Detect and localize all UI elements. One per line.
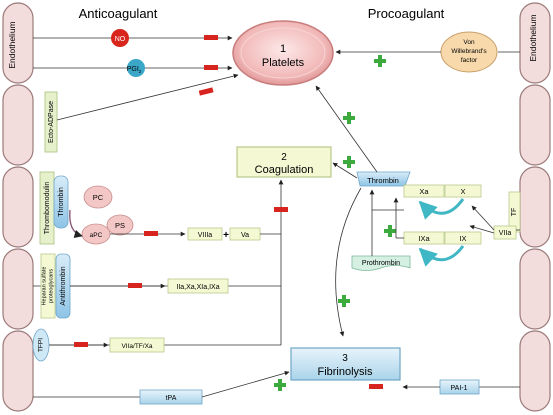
platelets-node: 1 Platelets — [232, 20, 334, 86]
endothelium-label-right: Endothelium — [528, 14, 538, 61]
factor-ixa-label: IXa — [418, 234, 430, 243]
tfpi-label: TFPI — [38, 338, 45, 352]
heparan-label-line2: proteoglycans — [48, 269, 54, 303]
anticoagulant-heading: Anticoagulant — [79, 6, 158, 21]
apc-label: aPC — [90, 232, 103, 239]
vwf-label-line2: Willebrand's — [451, 48, 487, 55]
ps-node — [106, 214, 134, 236]
inhibit-bar — [198, 87, 214, 96]
activate-cross — [374, 55, 386, 67]
thrombomodulin-label: Thrombomodulin — [44, 182, 51, 235]
endothelium-label-left: Endothelium — [7, 21, 17, 68]
pai1-label: PAI-1 — [451, 385, 468, 392]
tpa-label: tPA — [166, 395, 177, 402]
heparan-box — [40, 253, 56, 319]
heparan-label-line1: Heparan sulfate — [41, 267, 47, 306]
inhibit-bar — [144, 231, 158, 236]
viiia-box — [187, 227, 223, 241]
prothrombin-node — [351, 255, 411, 271]
bound-thrombin-label: Thrombin — [58, 187, 65, 217]
bound-thrombin-box — [53, 175, 69, 229]
factor-xa-label: Xa — [419, 187, 429, 196]
thrombin-label: Thrombin — [367, 176, 399, 185]
prothrombin-label: Prothrombin — [362, 260, 400, 267]
pc-activation-arrow — [69, 209, 83, 238]
endothelial-cell — [519, 330, 551, 412]
factor-x — [444, 184, 482, 198]
inhibit-bar — [204, 65, 218, 70]
activate-cross — [384, 225, 396, 237]
coagulation-node — [236, 146, 332, 178]
procoagulant-heading: Procoagulant — [368, 6, 445, 21]
endothelial-cell — [519, 84, 551, 166]
activate-cross — [343, 156, 355, 168]
ps-label: PS — [115, 221, 125, 230]
pgi2-molecule — [127, 59, 145, 77]
inhibit-bar — [274, 207, 288, 212]
no-molecule — [111, 29, 129, 47]
inhibit-bar — [204, 35, 218, 40]
ecto-adpase-label: Ecto-ADPase — [48, 101, 55, 143]
inhibit-bar — [128, 283, 142, 288]
pc-node — [83, 185, 113, 209]
right-endothelium: Endothelium — [519, 2, 551, 412]
vwf-label-line3: factor — [461, 57, 478, 64]
x-to-xa-arrow — [418, 198, 465, 220]
plus-sign: + — [223, 230, 229, 241]
activate-cross — [338, 295, 350, 307]
activate-cross — [343, 112, 355, 124]
endothelial-cell — [519, 248, 551, 330]
va-label: Va — [241, 232, 249, 239]
viia-label: VIIa — [499, 230, 512, 237]
endothelial-cell — [519, 166, 551, 248]
platelets-label: Platelets — [262, 57, 305, 69]
pgi-label: PGI2 — [127, 66, 142, 74]
endothelial-cell — [2, 2, 34, 84]
ecto-adpase-box — [44, 91, 58, 153]
fibrinolysis-label: Fibrinolysis — [317, 366, 373, 378]
fibrinolysis-number: 3 — [342, 353, 348, 364]
coagulation-label: Coagulation — [255, 164, 314, 176]
factor-ix-label: IX — [459, 234, 466, 243]
factor-ix — [444, 231, 482, 245]
endothelial-cell — [519, 2, 551, 84]
pc-label: PC — [93, 193, 104, 202]
factor-xa — [403, 184, 445, 198]
tf-label: TF — [511, 208, 518, 217]
viia-tf-xa-box — [109, 337, 165, 353]
viiia-label: VIIIa — [198, 232, 213, 239]
endothelial-cell — [2, 84, 34, 166]
ix-to-ixa-arrow — [418, 245, 465, 267]
platelets-number: 1 — [280, 43, 286, 55]
no-label: NO — [115, 36, 126, 43]
endothelial-cell — [2, 330, 34, 412]
fibrinolysis-node — [290, 347, 401, 381]
factor-x-label: X — [460, 187, 465, 196]
iia-group-label: IIa,Xa,XIa,IXa — [176, 284, 219, 291]
vwf-label-line1: Von — [463, 39, 475, 46]
iia-group-box — [167, 278, 229, 294]
viia-box — [493, 225, 517, 240]
inhibit-bar — [369, 384, 383, 389]
activate-cross — [274, 379, 286, 391]
antithrombin-label: Antithrombin — [60, 266, 67, 305]
endothelial-cell — [2, 248, 34, 330]
inhibit-bar — [74, 342, 88, 347]
endothelial-cell — [2, 166, 34, 248]
left-endothelium: Endothelium — [2, 2, 34, 412]
coagulation-number: 2 — [281, 152, 287, 163]
viia-tf-xa-label: VIIa/TF/Xa — [121, 343, 152, 350]
